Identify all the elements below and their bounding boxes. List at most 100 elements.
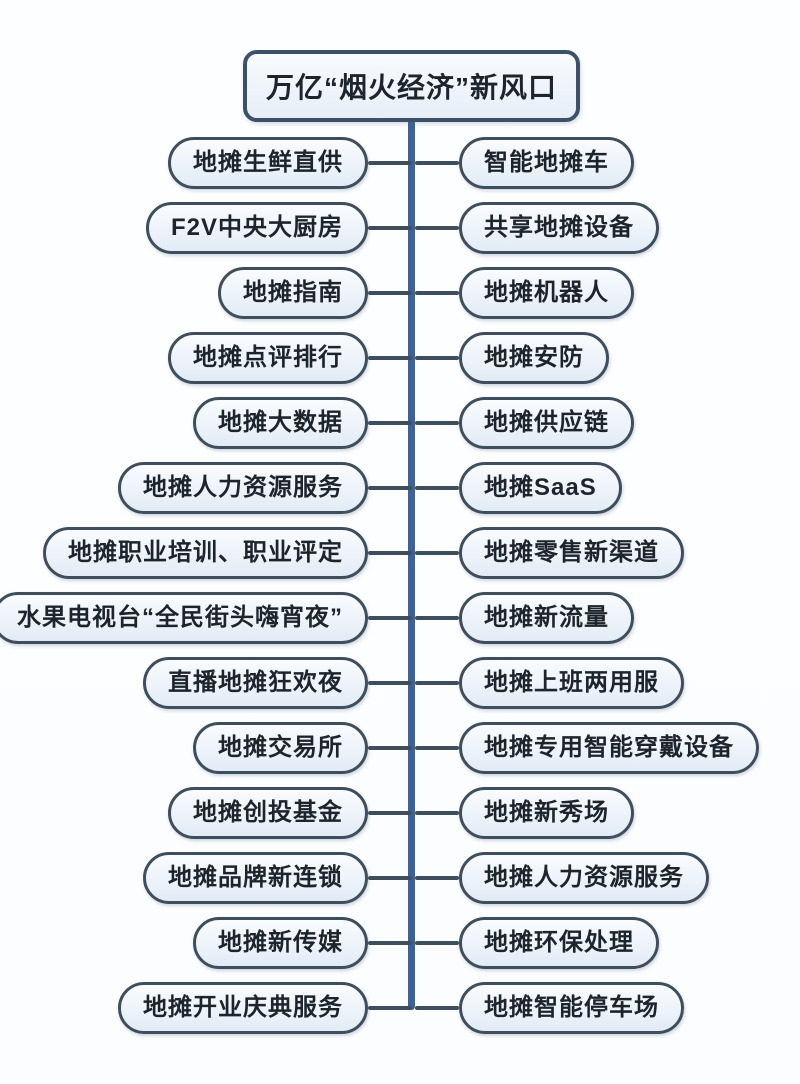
node-right-2: 共享地摊设备 xyxy=(459,201,659,254)
branch-row-2: F2V中央大厨房 共享地摊设备 xyxy=(0,195,800,260)
connector-right xyxy=(415,745,459,750)
connector-right xyxy=(415,1005,459,1010)
connector-right xyxy=(415,615,459,620)
right-cell: 地摊机器人 xyxy=(459,260,800,325)
central-spine-line xyxy=(408,118,415,1010)
connector-right xyxy=(415,355,459,360)
left-cell: 地摊新传媒 xyxy=(0,910,368,975)
right-cell: 地摊上班两用服 xyxy=(459,650,800,715)
node-left-11: 地摊创投基金 xyxy=(168,786,368,839)
right-cell: 地摊SaaS xyxy=(459,455,800,520)
node-left-3: 地摊指南 xyxy=(218,266,368,319)
branch-row-4: 地摊点评排行 地摊安防 xyxy=(0,325,800,390)
connector-left xyxy=(368,550,412,555)
left-cell: 直播地摊狂欢夜 xyxy=(0,650,368,715)
node-left-14: 地摊开业庆典服务 xyxy=(118,981,368,1034)
right-cell: 地摊环保处理 xyxy=(459,910,800,975)
node-right-10: 地摊专用智能穿戴设备 xyxy=(459,721,759,774)
right-cell: 地摊零售新渠道 xyxy=(459,520,800,585)
right-cell: 地摊新流量 xyxy=(459,585,800,650)
connector-left xyxy=(368,745,412,750)
connector-left xyxy=(368,355,412,360)
connector-right xyxy=(415,290,459,295)
left-cell: 地摊大数据 xyxy=(0,390,368,455)
left-cell: F2V中央大厨房 xyxy=(0,195,368,260)
node-right-9: 地摊上班两用服 xyxy=(459,656,684,709)
branch-row-1: 地摊生鲜直供 智能地摊车 xyxy=(0,130,800,195)
left-cell: 地摊点评排行 xyxy=(0,325,368,390)
connector-right xyxy=(415,680,459,685)
left-cell: 地摊职业培训、职业评定 xyxy=(0,520,368,585)
node-right-14: 地摊智能停车场 xyxy=(459,981,684,1034)
right-cell: 地摊智能停车场 xyxy=(459,975,800,1040)
node-left-8: 水果电视台“全民街头嗨宵夜” xyxy=(0,591,368,644)
node-right-12: 地摊人力资源服务 xyxy=(459,851,709,904)
connector-left xyxy=(368,290,412,295)
branch-row-12: 地摊品牌新连锁 地摊人力资源服务 xyxy=(0,845,800,910)
branch-row-13: 地摊新传媒 地摊环保处理 xyxy=(0,910,800,975)
connector-right xyxy=(415,810,459,815)
branch-rows: 地摊生鲜直供 智能地摊车 F2V中央大厨房 共享地摊设备 地摊指南 地摊机器人 … xyxy=(0,130,800,1040)
connector-right xyxy=(415,550,459,555)
left-cell: 水果电视台“全民街头嗨宵夜” xyxy=(0,585,368,650)
connector-left xyxy=(368,485,412,490)
node-right-6: 地摊SaaS xyxy=(459,461,622,514)
branch-row-9: 直播地摊狂欢夜 地摊上班两用服 xyxy=(0,650,800,715)
left-cell: 地摊生鲜直供 xyxy=(0,130,368,195)
node-right-5: 地摊供应链 xyxy=(459,396,634,449)
branch-row-6: 地摊人力资源服务 地摊SaaS xyxy=(0,455,800,520)
connector-right xyxy=(415,420,459,425)
node-left-7: 地摊职业培训、职业评定 xyxy=(43,526,368,579)
node-left-10: 地摊交易所 xyxy=(193,721,368,774)
node-left-1: 地摊生鲜直供 xyxy=(168,136,368,189)
branch-row-7: 地摊职业培训、职业评定 地摊零售新渠道 xyxy=(0,520,800,585)
connector-left xyxy=(368,160,412,165)
node-left-13: 地摊新传媒 xyxy=(193,916,368,969)
left-cell: 地摊交易所 xyxy=(0,715,368,780)
connector-right xyxy=(415,875,459,880)
right-cell: 地摊专用智能穿戴设备 xyxy=(459,715,800,780)
right-cell: 地摊新秀场 xyxy=(459,780,800,845)
connector-right xyxy=(415,160,459,165)
node-right-8: 地摊新流量 xyxy=(459,591,634,644)
left-cell: 地摊人力资源服务 xyxy=(0,455,368,520)
left-cell: 地摊创投基金 xyxy=(0,780,368,845)
connector-left xyxy=(368,680,412,685)
node-right-7: 地摊零售新渠道 xyxy=(459,526,684,579)
branch-row-14: 地摊开业庆典服务 地摊智能停车场 xyxy=(0,975,800,1040)
connector-right xyxy=(415,225,459,230)
node-left-4: 地摊点评排行 xyxy=(168,331,368,384)
connector-left xyxy=(368,810,412,815)
right-cell: 智能地摊车 xyxy=(459,130,800,195)
left-cell: 地摊品牌新连锁 xyxy=(0,845,368,910)
root-title-node: 万亿“烟火经济”新风口 xyxy=(243,50,580,122)
node-left-12: 地摊品牌新连锁 xyxy=(143,851,368,904)
node-right-11: 地摊新秀场 xyxy=(459,786,634,839)
left-cell: 地摊开业庆典服务 xyxy=(0,975,368,1040)
node-left-5: 地摊大数据 xyxy=(193,396,368,449)
right-cell: 地摊安防 xyxy=(459,325,800,390)
branch-row-11: 地摊创投基金 地摊新秀场 xyxy=(0,780,800,845)
branch-row-3: 地摊指南 地摊机器人 xyxy=(0,260,800,325)
node-left-6: 地摊人力资源服务 xyxy=(118,461,368,514)
right-cell: 共享地摊设备 xyxy=(459,195,800,260)
node-right-4: 地摊安防 xyxy=(459,331,609,384)
connector-right xyxy=(415,940,459,945)
connector-left xyxy=(368,225,412,230)
connector-left xyxy=(368,615,412,620)
connector-left xyxy=(368,420,412,425)
left-cell: 地摊指南 xyxy=(0,260,368,325)
connector-left xyxy=(368,940,412,945)
connector-left xyxy=(368,875,412,880)
connector-left xyxy=(368,1005,412,1010)
node-left-2: F2V中央大厨房 xyxy=(145,201,368,254)
connector-right xyxy=(415,485,459,490)
branch-row-10: 地摊交易所 地摊专用智能穿戴设备 xyxy=(0,715,800,780)
right-cell: 地摊人力资源服务 xyxy=(459,845,800,910)
node-left-9: 直播地摊狂欢夜 xyxy=(143,656,368,709)
right-cell: 地摊供应链 xyxy=(459,390,800,455)
node-right-3: 地摊机器人 xyxy=(459,266,634,319)
branch-row-5: 地摊大数据 地摊供应链 xyxy=(0,390,800,455)
node-right-1: 智能地摊车 xyxy=(459,136,634,189)
